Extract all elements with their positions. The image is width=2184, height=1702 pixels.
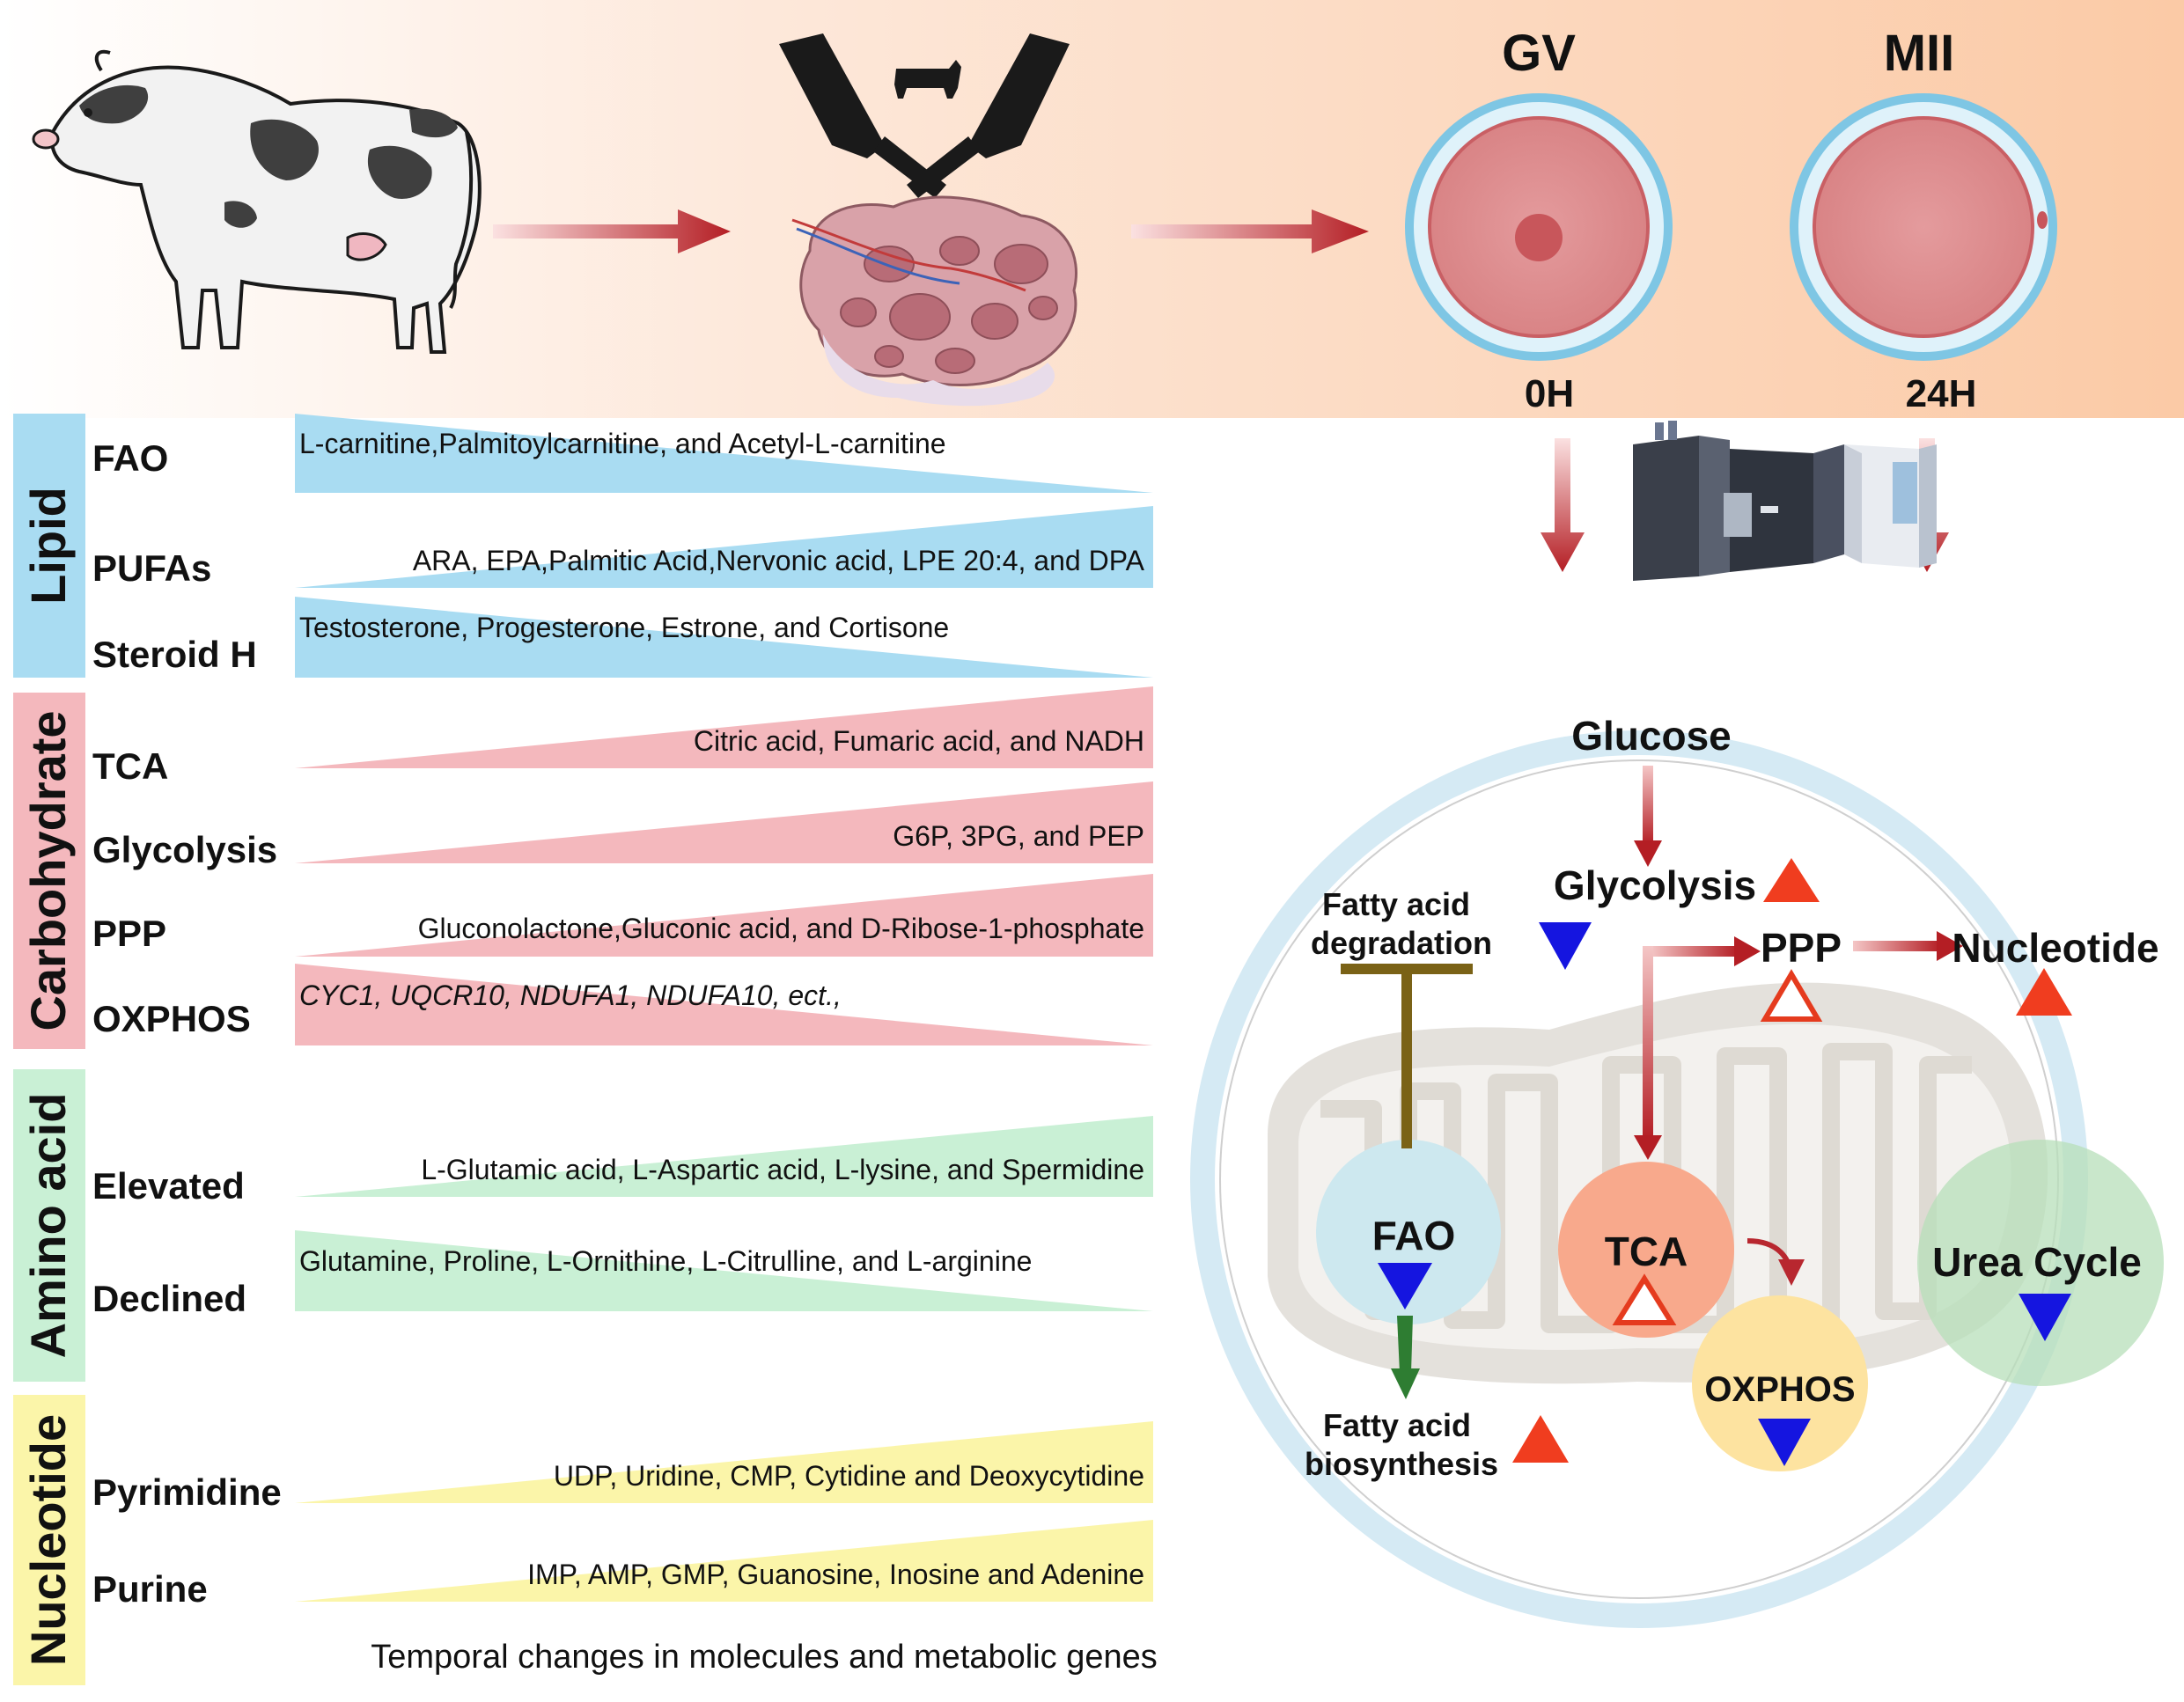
fao-to-fa-biosynthesis-arrow xyxy=(1391,1316,1420,1399)
nucleotide-label: Nucleotide xyxy=(1952,925,2158,971)
glycolysis-up-triangle xyxy=(1763,858,1820,902)
category-band xyxy=(13,1395,85,1685)
glycolysis-to-tca-arrow xyxy=(1634,946,1662,1160)
slaughter-icon xyxy=(779,33,1070,198)
ppp-to-nucleotide-arrow xyxy=(1853,931,1963,961)
pathway-row-label: Purine xyxy=(92,1568,208,1610)
gv-time-label: 0H xyxy=(1525,372,1574,415)
molecule-list: Glutamine, Proline, L-Ornithine, L-Citru… xyxy=(299,1245,1032,1277)
trend-wedge xyxy=(295,597,1153,678)
category-label: Nucleotide xyxy=(20,1414,76,1666)
molecule-list: CYC1, UQCR10, NDUFA1, NDUFA10, ect., xyxy=(299,979,842,1011)
pathway-row-label: TCA xyxy=(92,745,168,787)
molecule-list: ARA, EPA,Palmitic Acid,Nervonic acid, LP… xyxy=(413,545,1145,576)
tca-node-label: TCA xyxy=(1605,1229,1688,1274)
oxphos-down-triangle xyxy=(1758,1419,1811,1466)
germinal-vesicle xyxy=(1515,214,1563,261)
category-label: Carbohydrate xyxy=(20,710,76,1031)
glycolysis-to-ppp-arrow xyxy=(1651,936,1761,966)
category-band xyxy=(13,414,85,678)
fa-degradation-label-2: degradation xyxy=(1311,925,1492,961)
gv-label: GV xyxy=(1502,25,1576,82)
fao-node xyxy=(1316,1140,1501,1324)
flow-arrow-2 xyxy=(1131,209,1369,253)
pathway-row-label: Glycolysis xyxy=(92,829,277,870)
category-label: Amino acid xyxy=(20,1093,76,1359)
ovary-illustration xyxy=(791,195,1077,407)
fa-biosynthesis-label-1: Fatty acid xyxy=(1323,1407,1471,1443)
molecule-list: L-Glutamic acid, L-Aspartic acid, L-lysi… xyxy=(421,1154,1144,1185)
mii-time-label: 24H xyxy=(1906,372,1977,415)
cow-illustration xyxy=(32,49,482,354)
pathway-row-label: OXPHOS xyxy=(92,998,251,1039)
oxphos-node-label: OXPHOS xyxy=(1704,1370,1855,1409)
pathway-diagram: Glucose Glycolysis PPP Nucleotide Fatty … xyxy=(1190,713,2164,1628)
pathway-row-label: FAO xyxy=(92,437,168,479)
molecule-list: IMP, AMP, GMP, Guanosine, Inosine and Ad… xyxy=(527,1559,1144,1590)
temporal-changes-panel: Lipid FAO L-carnitine,Palmitoylcarnitine, … xyxy=(13,414,1153,1685)
molecule-list: Testosterone, Progesterone, Estrone, and… xyxy=(299,612,949,643)
ppp-up-outline-triangle xyxy=(1760,969,1823,1022)
tca-node xyxy=(1558,1162,1734,1338)
urea-cycle-label: Urea Cycle xyxy=(1932,1239,2142,1285)
fa-degradation-label-1: Fatty acid xyxy=(1322,886,1470,922)
trend-wedge xyxy=(295,874,1153,957)
trend-wedge xyxy=(295,1230,1153,1311)
pathway-row-label: Elevated xyxy=(92,1165,245,1207)
molecule-list: L-carnitine,Palmitoylcarnitine, and Acet… xyxy=(299,428,946,459)
mass-spectrometer-icon xyxy=(1633,421,1937,581)
glucose-to-glycolysis-arrow xyxy=(1634,766,1662,867)
panel-caption: Temporal changes in molecules and metabo… xyxy=(371,1639,1158,1676)
trend-wedge xyxy=(295,686,1153,768)
down-arrow-gv xyxy=(1541,438,1585,572)
category-band xyxy=(13,693,85,1049)
pathway-row-label: PPP xyxy=(92,913,166,954)
glycolysis-label: Glycolysis xyxy=(1554,862,1756,908)
trend-wedge xyxy=(295,1520,1153,1602)
trend-wedge xyxy=(295,414,1153,493)
trend-wedge xyxy=(295,964,1153,1045)
polar-body xyxy=(2037,211,2048,229)
pathway-row-label: Declined xyxy=(92,1278,246,1319)
molecule-list: UDP, Uridine, CMP, Cytidine and Deoxycyt… xyxy=(554,1460,1144,1492)
trend-wedge xyxy=(295,781,1153,863)
glucose-label: Glucose xyxy=(1571,713,1732,759)
nucleotide-up-triangle xyxy=(2016,968,2072,1016)
oxphos-node xyxy=(1692,1295,1868,1471)
urea-cycle-node xyxy=(1917,1140,2164,1386)
fa-degradation-down-triangle xyxy=(1539,922,1592,970)
tca-up-outline-triangle xyxy=(1612,1273,1677,1325)
molecule-list: Citric acid, Fumaric acid, and NADH xyxy=(694,725,1144,757)
category-band xyxy=(13,1069,85,1382)
tca-to-oxphos-arrow xyxy=(1746,1238,1805,1286)
urea-cycle-down-triangle xyxy=(2019,1294,2071,1341)
fao-down-triangle xyxy=(1378,1263,1432,1310)
fa-biosynthesis-label-2: biosynthesis xyxy=(1305,1446,1498,1482)
mii-oocyte xyxy=(1790,93,2057,361)
pathway-row-label: PUFAs xyxy=(92,547,211,589)
molecule-list: G6P, 3PG, and PEP xyxy=(893,820,1144,852)
fa-biosynthesis-up-triangle xyxy=(1512,1415,1569,1463)
gv-oocyte xyxy=(1405,93,1673,361)
trend-wedge xyxy=(295,1116,1153,1197)
fa-degradation-inhibition xyxy=(1341,964,1473,1148)
ppp-label: PPP xyxy=(1761,925,1842,971)
pathway-row-label: Pyrimidine xyxy=(92,1471,282,1513)
pathway-row-label: Steroid H xyxy=(92,634,257,675)
molecule-list: Gluconolactone,Gluconic acid, and D-Ribo… xyxy=(418,913,1144,944)
trend-wedge xyxy=(295,506,1153,588)
fao-node-label: FAO xyxy=(1372,1213,1456,1258)
trend-wedge xyxy=(295,1421,1153,1503)
flow-arrow-1 xyxy=(493,209,731,253)
mii-label: MII xyxy=(1884,25,1955,82)
category-label: Lipid xyxy=(20,487,76,605)
